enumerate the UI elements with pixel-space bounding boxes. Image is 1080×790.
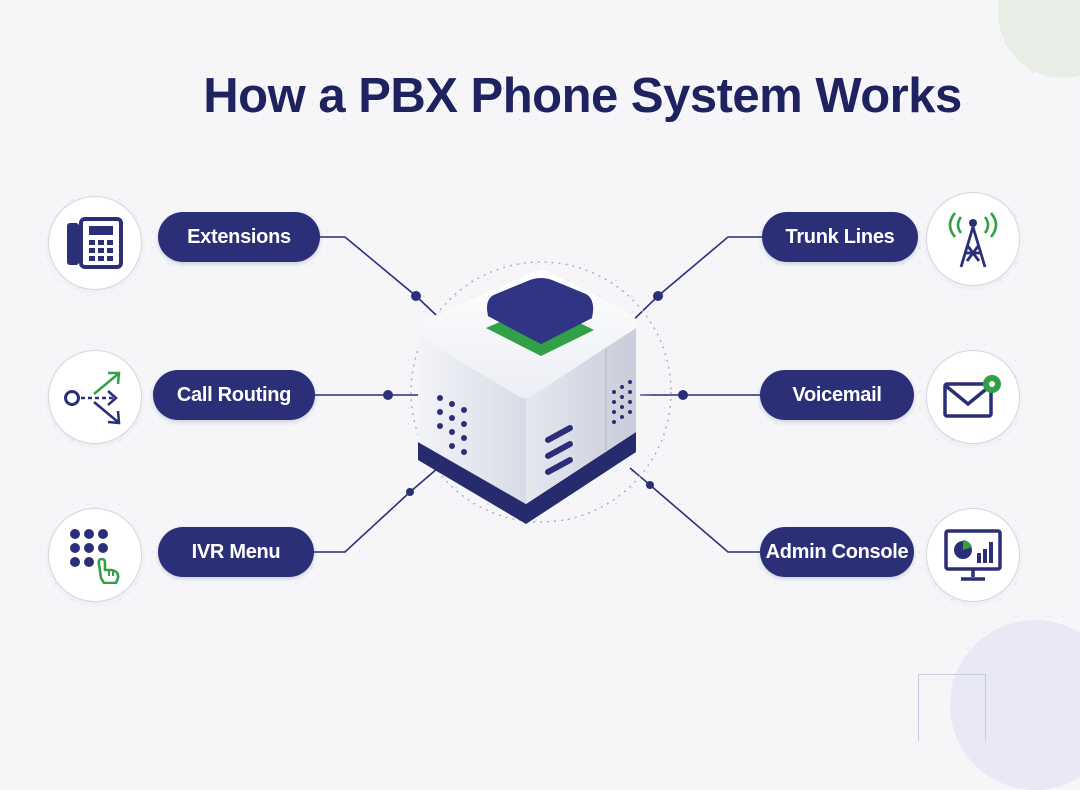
- feature-label: Admin Console: [765, 540, 909, 563]
- desk-phone-icon: [48, 196, 142, 290]
- feature-label: Voicemail: [792, 383, 882, 406]
- feature-trunk-lines[interactable]: Trunk Lines: [762, 212, 918, 262]
- call-routing-icon: [48, 350, 142, 444]
- connector-trunk-lines: [619, 236, 762, 334]
- connector-node-ivr-menu: [406, 488, 414, 496]
- feature-label: Trunk Lines: [785, 225, 895, 248]
- feature-label: Extensions: [187, 225, 291, 248]
- keypad-touch-icon: [48, 508, 142, 602]
- feature-voicemail[interactable]: Voicemail: [760, 370, 914, 420]
- feature-label: IVR Menu: [191, 540, 281, 563]
- feature-extensions[interactable]: Extensions: [158, 212, 320, 262]
- connector-node-voicemail: [678, 390, 688, 400]
- connector-node-extensions: [411, 291, 421, 301]
- page-title: How a PBX Phone System Works: [203, 69, 962, 123]
- cell-tower-icon: [926, 192, 1020, 286]
- pbx-server-icon: [410, 261, 672, 524]
- feature-label: Call Routing: [176, 383, 292, 406]
- connector-node-call-routing: [383, 390, 393, 400]
- connector-node-trunk-lines: [653, 291, 663, 301]
- feature-ivr-menu[interactable]: IVR Menu: [158, 527, 314, 577]
- envelope-icon: [926, 350, 1020, 444]
- feature-admin-console[interactable]: Admin Console: [760, 527, 914, 577]
- connector-extensions: [318, 236, 456, 334]
- connector-ivr-menu: [314, 467, 439, 553]
- monitor-chart-icon: [926, 508, 1020, 602]
- connector-lines: [314, 236, 762, 553]
- feature-call-routing[interactable]: Call Routing: [153, 370, 315, 420]
- decorative-square-outline: [918, 674, 986, 741]
- connector-node-admin-console: [646, 481, 654, 489]
